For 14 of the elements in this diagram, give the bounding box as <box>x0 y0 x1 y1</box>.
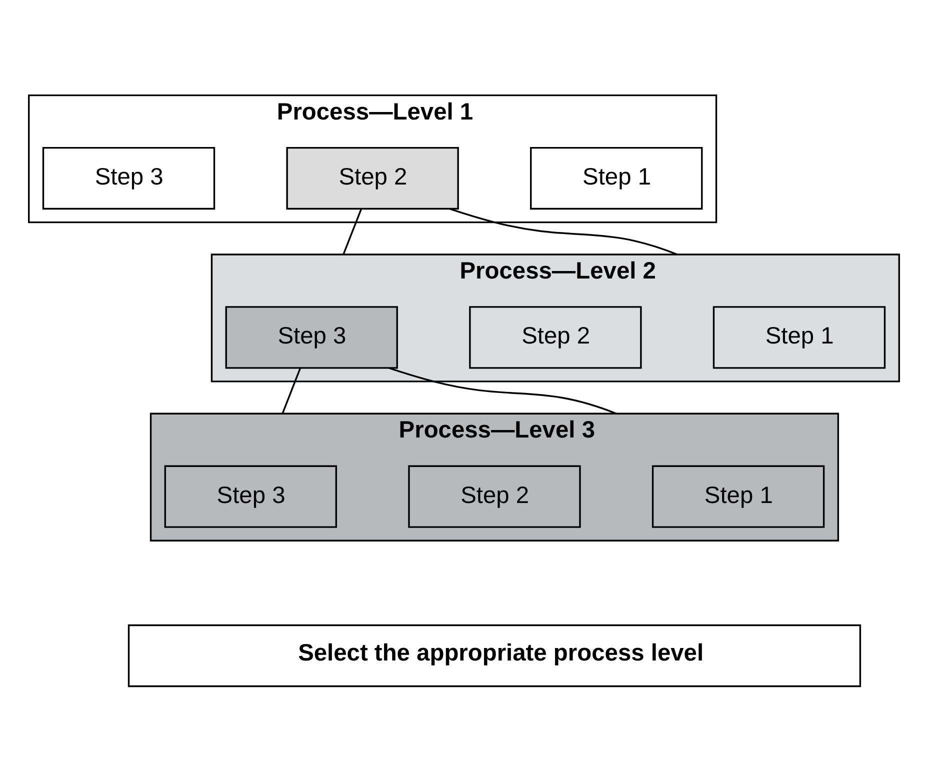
connector <box>342 208 362 254</box>
node-box: Select the appropriate process level <box>128 624 862 687</box>
node-box: Step 3 <box>42 146 216 210</box>
node-box: Step 2 <box>408 464 581 528</box>
connector <box>388 366 617 414</box>
node-box: Step 3 <box>164 464 338 528</box>
node-box: Step 1 <box>530 146 703 210</box>
connector <box>450 208 678 255</box>
node-box: Step 1 <box>712 306 886 368</box>
connector <box>282 368 301 414</box>
node-box: Step 2 <box>469 306 642 368</box>
node-box: Step 3 <box>225 306 398 368</box>
node-box: Step 1 <box>652 464 825 528</box>
node-box: Step 2 <box>286 146 459 210</box>
